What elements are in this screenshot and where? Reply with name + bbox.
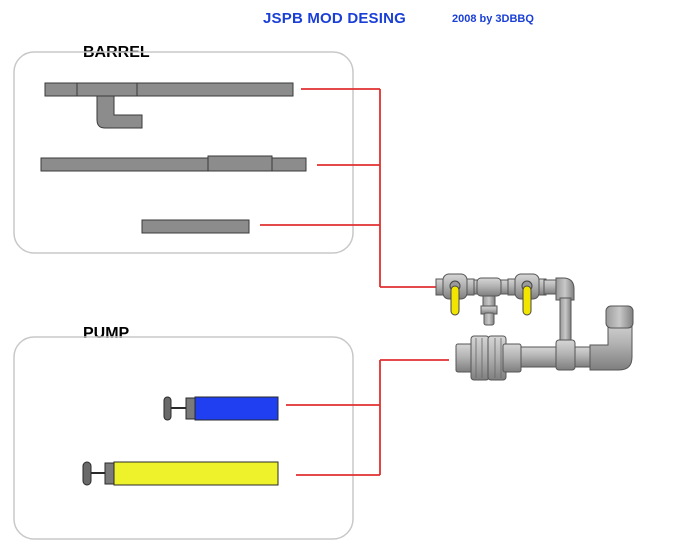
barrel-connector-lines — [260, 88, 437, 288]
barrel-group-box — [13, 51, 354, 254]
pump-yellow — [82, 461, 279, 486]
barrel-part-short-tube — [141, 219, 250, 234]
outlet-elbow — [589, 305, 634, 371]
pump-connector-lines — [286, 359, 449, 476]
pump-group-box — [13, 336, 354, 540]
barrel-part-long-tube — [40, 155, 307, 172]
valve-right — [507, 273, 547, 316]
barrel-part-tee-tube — [44, 82, 294, 129]
diagram-credit: 2008 by 3DBBQ — [452, 13, 534, 25]
union-coupling — [455, 335, 522, 381]
diagram-title: JSPB MOD DESING — [263, 10, 407, 27]
pump-blue — [163, 396, 279, 421]
valve-assembly — [435, 273, 634, 381]
valve-left — [435, 273, 475, 316]
